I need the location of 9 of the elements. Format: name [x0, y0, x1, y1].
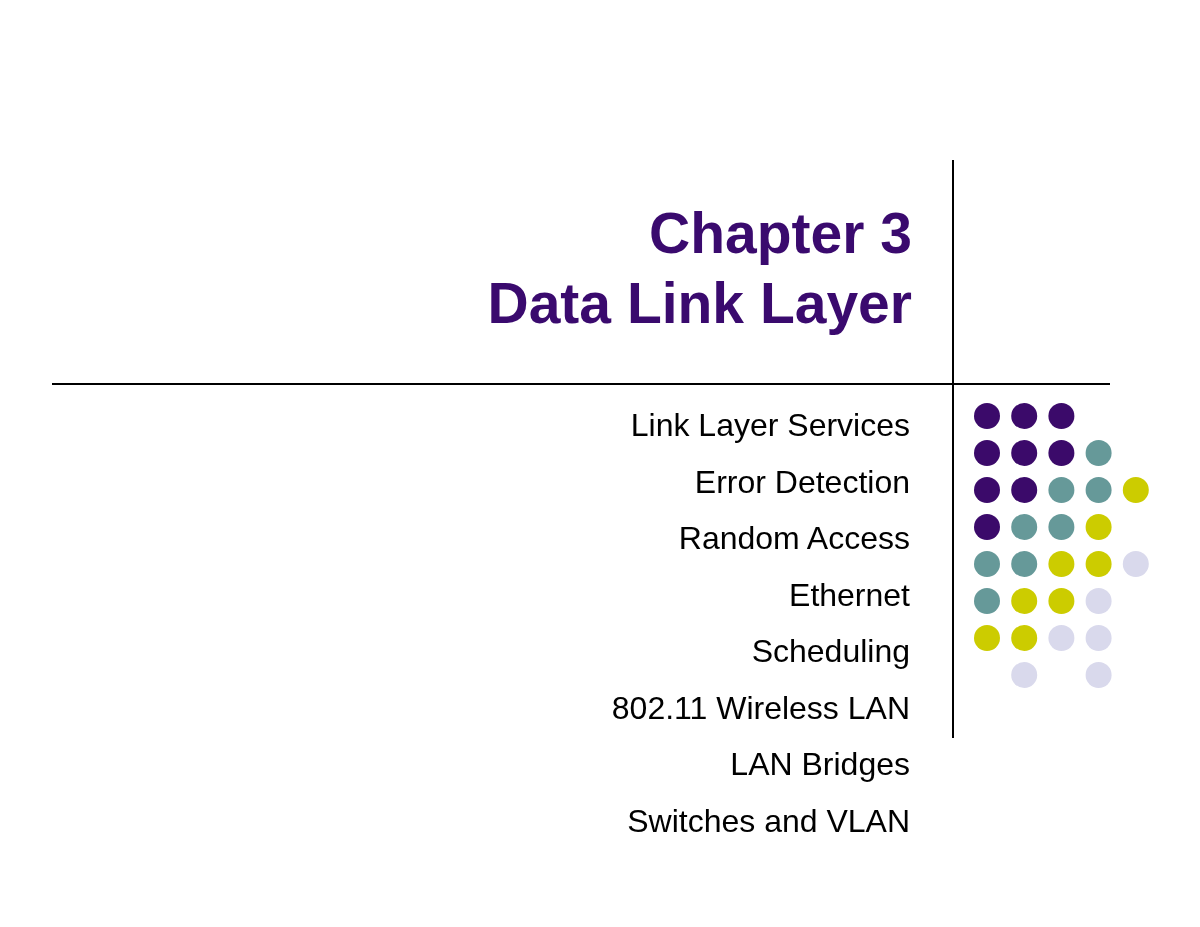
list-item: Switches and VLAN [627, 801, 910, 840]
list-item: LAN Bridges [730, 745, 910, 783]
slide-title: Chapter 3 Data Link Layer [487, 200, 912, 337]
list-item: Ethernet [789, 575, 910, 614]
list-item: Random Access [678, 519, 910, 557]
list-item: Link Layer Services [630, 406, 910, 444]
list-item: Scheduling [751, 632, 910, 670]
list-item: 802.11 Wireless LAN [611, 688, 910, 727]
list-item: Error Detection [694, 462, 910, 501]
